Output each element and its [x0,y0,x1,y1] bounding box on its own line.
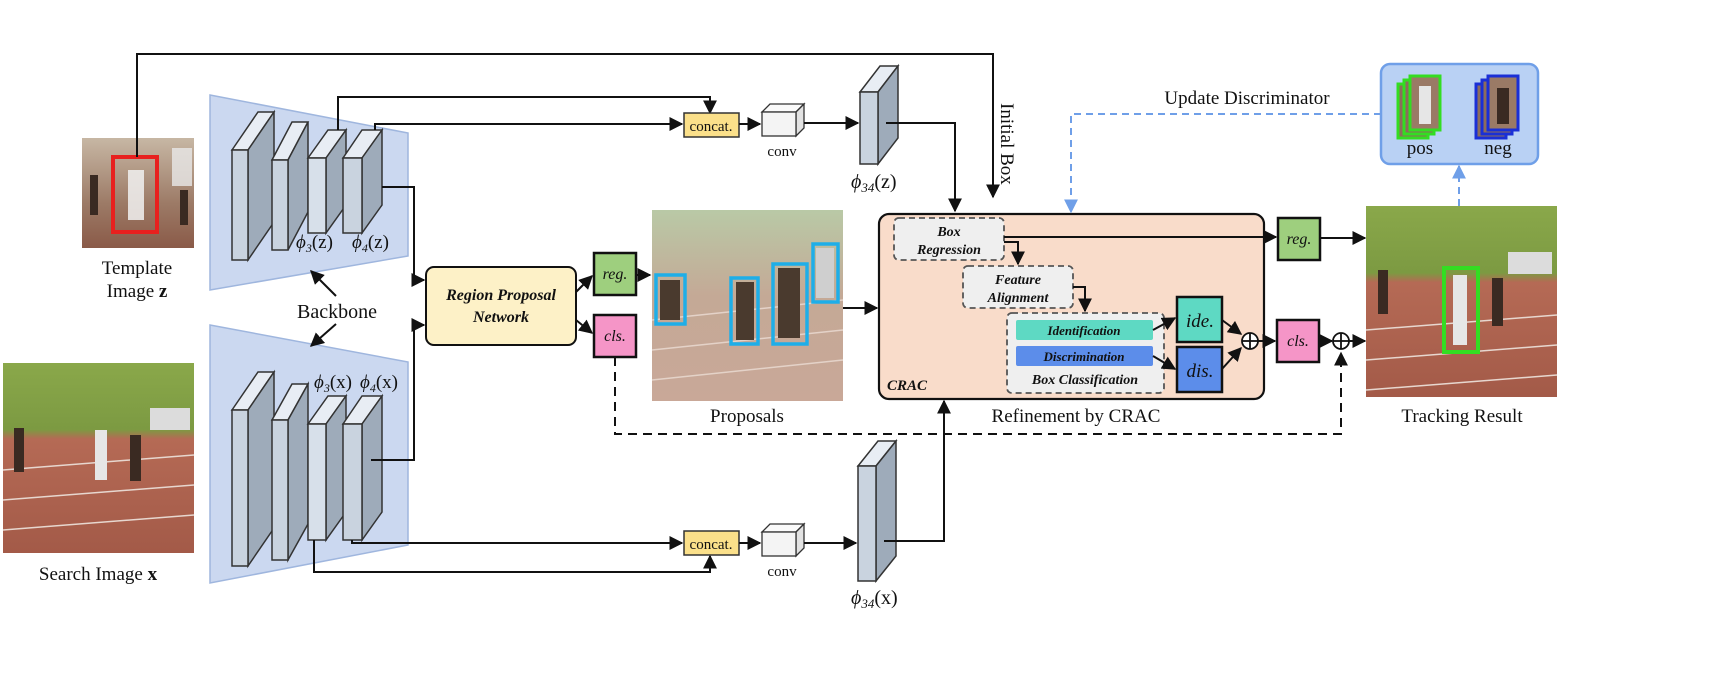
phi4-x-label: ϕ4(x) [360,372,398,395]
discrimination-to-dis-arrow [1152,355,1177,370]
ide-box [1175,295,1224,344]
initial-box-arrow [136,53,1000,199]
rpn-reg-box [592,251,638,297]
ide-label: ide. [1186,311,1214,332]
rpn-label-line1: Region Proposal [445,287,556,304]
rpn-reg-label: reg. [603,266,628,283]
proposal-box-3 [771,262,809,346]
conv-bottom-label: conv [767,564,797,580]
crac-tag: CRAC [887,378,928,394]
initial-box-label: Initial Box [996,103,1017,185]
identification-bar [1016,320,1153,340]
rpn-cls-label: cls. [604,328,626,345]
proposal-box-1 [654,273,687,326]
pos-label: pos [1407,138,1433,159]
feature-alignment-line1: Feature [994,273,1041,288]
dis-box [1175,345,1224,394]
positive-samples [1396,74,1442,140]
phi4z-to-concat-arrow [374,117,684,131]
box-classification-label: Box Classification [1031,373,1138,388]
backbone-label: Backbone [297,301,377,323]
update-discriminator-arrow [1064,113,1381,214]
crac-caption: Refinement by CRAC [992,406,1161,427]
search-image [2,363,195,553]
discrimination-bar [1016,346,1153,366]
conv-top-label: conv [767,144,797,160]
output-reg-box [1276,216,1322,262]
box-regression-line2: Regression [916,243,981,258]
phi34z-to-crac-arrow [886,122,962,213]
template-backbone-layers [230,109,384,263]
phi3z-to-concat-arrow [337,96,717,130]
proposal-box-2 [729,276,760,346]
proposals-label: Proposals [710,406,784,427]
phi4x-to-concat-arrow [351,536,684,550]
phi4z-to-rpn-arrow [382,186,426,287]
search-backbone-layers [230,369,384,569]
identification-label: Identification [1047,323,1121,338]
negative-samples [1474,74,1520,140]
phi3x-to-concat-arrow [313,540,717,573]
output-sum-icon [1332,332,1350,350]
rpn-to-reg-arrow [575,275,593,293]
rpn-to-cls-arrow [575,319,594,334]
phi4x-to-rpn-arrow [371,318,426,461]
update-discriminator-label: Update Discriminator [1164,88,1330,109]
rpn-label-line2: Network [472,309,529,326]
phi34-z-label: ϕ34(z) [851,171,897,195]
phi3-x-label: ϕ3(x) [314,372,352,395]
tracking-result-box [1442,266,1480,354]
template-label-line1: Template [102,258,172,279]
proposals-image [651,210,844,401]
phi34x-to-crac-arrow [884,399,951,542]
discrimination-label: Discrimination [1043,349,1125,364]
backbone-arrow-up [310,270,337,297]
output-cls-box [1275,318,1321,364]
concat-top-label: concat. [690,119,733,135]
phi34z-block [858,63,900,167]
rpn-cls-skip-arrow [614,351,1348,435]
dis-label: dis. [1187,361,1214,382]
output-cls-label: cls. [1287,333,1309,350]
conv-bottom-block [760,522,806,558]
alignment-to-classification-arrow [1073,286,1092,313]
concat-bottom-label: concat. [690,537,733,553]
concat-top-box [683,112,740,138]
regression-to-alignment-arrow [1004,241,1025,266]
box-regression-block [893,217,1005,261]
template-target-box [111,155,159,234]
phi34-x-label: ϕ34(x) [851,587,898,611]
concat-bottom-box [683,530,740,556]
phi34x-block [856,438,898,584]
identification-to-ide-arrow [1152,317,1177,331]
ide-to-sum-arrow [1221,319,1243,335]
template-label-line2: Image z [107,281,168,302]
output-reg-label: reg. [1287,231,1312,248]
backbone-arrow-down [309,323,337,347]
phi4-z-label: ϕ4(z) [352,232,389,255]
dis-to-sum-arrow [1221,346,1242,370]
tracking-result-image [1365,206,1558,397]
rpn-box [425,266,577,346]
proposal-box-4 [811,242,840,304]
feature-alignment-line2: Alignment [987,291,1050,306]
tracking-result-label: Tracking Result [1401,406,1523,427]
neg-label: neg [1484,138,1512,159]
conv-top-block [760,102,806,138]
crac-sum-icon [1241,332,1259,350]
box-regression-line1: Box [936,225,960,240]
search-label: Search Image x [39,564,158,585]
phi3-z-label: ϕ3(z) [296,232,333,255]
